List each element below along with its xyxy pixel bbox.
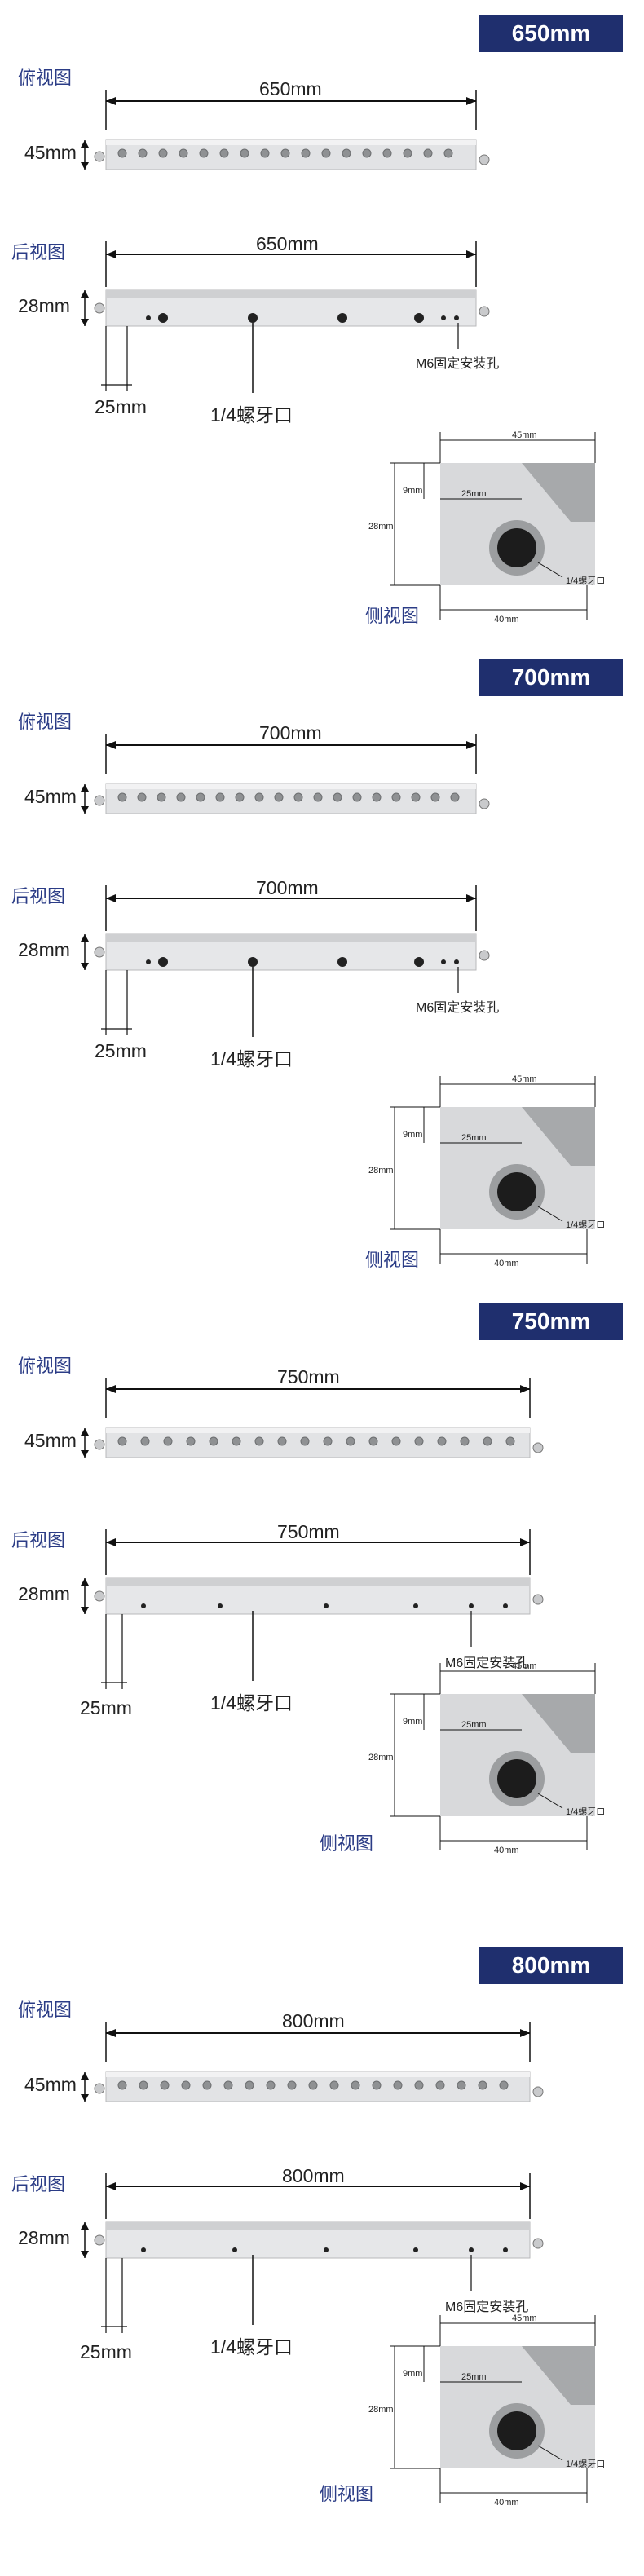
xs-top-label: 9mm	[403, 1130, 423, 1140]
section-650: 650mm 俯视图 650mm 45mm 后视图 650mm 28mm M6固定…	[0, 0, 644, 644]
xs-height-label: 28mm	[368, 522, 394, 532]
drawing-layer	[81, 1378, 596, 1850]
rear-length-label: 700mm	[256, 877, 319, 898]
side-view-title: 侧视图	[320, 2485, 374, 2505]
rear-view-title: 后视图	[11, 887, 66, 907]
xs-inner-label: 25mm	[461, 1720, 487, 1730]
top-view-title: 俯视图	[18, 68, 73, 89]
xs-height-label: 28mm	[368, 1166, 394, 1176]
mount-hole-label: M6固定安装孔	[445, 1656, 529, 1670]
thread-hole-label: 1/4螺牙口	[210, 1692, 293, 1714]
xs-top-label: 9mm	[403, 2369, 423, 2379]
xs-height-label: 28mm	[368, 1753, 394, 1762]
size-badge: 700mm	[479, 659, 623, 696]
xs-width-label: 45mm	[512, 430, 537, 440]
xs-inner-label: 25mm	[461, 2372, 487, 2382]
xs-inner-label: 25mm	[461, 489, 487, 499]
xs-thread-label: 1/4螺牙口	[566, 576, 606, 586]
xs-bottom-label: 40mm	[494, 615, 519, 624]
xs-inner-label: 25mm	[461, 1133, 487, 1143]
xs-top-label: 9mm	[403, 1717, 423, 1727]
size-badge: 650mm	[479, 15, 623, 52]
drawing-layer	[81, 90, 596, 620]
rear-length-label: 750mm	[277, 1521, 340, 1542]
rear-view-title: 后视图	[11, 2175, 66, 2195]
thread-hole-label: 1/4螺牙口	[210, 1048, 293, 1070]
thread-hole-label: 1/4螺牙口	[210, 404, 293, 426]
top-length-label: 700mm	[259, 722, 322, 743]
top-length-label: 650mm	[259, 78, 322, 99]
drawing-layer	[81, 734, 596, 1264]
offset-label: 25mm	[80, 2341, 132, 2362]
top-height-label: 45mm	[24, 1430, 77, 1451]
xs-bottom-label: 40mm	[494, 1259, 519, 1268]
mount-hole-label: M6固定安装孔	[416, 1001, 500, 1015]
rear-height-label: 28mm	[18, 2227, 70, 2248]
drawing-layer	[81, 2022, 596, 2503]
side-view-title: 侧视图	[320, 1834, 374, 1855]
xs-thread-label: 1/4螺牙口	[566, 1807, 606, 1817]
mount-hole-label: M6固定安装孔	[416, 357, 500, 371]
xs-bottom-label: 40mm	[494, 1846, 519, 1855]
rear-length-label: 650mm	[256, 233, 319, 254]
top-view-title: 俯视图	[18, 1356, 73, 1377]
rear-height-label: 28mm	[18, 295, 70, 316]
top-length-label: 750mm	[277, 1366, 340, 1387]
size-badge: 800mm	[479, 1947, 623, 1984]
xs-width-label: 45mm	[512, 1661, 537, 1671]
rear-height-label: 28mm	[18, 939, 70, 960]
section-800: 800mm 俯视图 800mm 45mm 后视图 800mm 28mm M6固定…	[0, 1932, 644, 2576]
section-750: 750mm 俯视图 750mm 45mm 后视图 750mm 28mm M6固定…	[0, 1288, 644, 1932]
side-view-title: 侧视图	[365, 1251, 420, 1271]
top-height-label: 45mm	[24, 786, 77, 807]
size-badge: 750mm	[479, 1303, 623, 1340]
offset-label: 25mm	[95, 1040, 147, 1061]
xs-width-label: 45mm	[512, 1074, 537, 1084]
section-700: 700mm 俯视图 700mm 45mm 后视图 700mm 28mm M6固定…	[0, 644, 644, 1288]
xs-top-label: 9mm	[403, 486, 423, 496]
rear-length-label: 800mm	[282, 2165, 345, 2186]
xs-width-label: 45mm	[512, 2314, 537, 2323]
top-height-label: 45mm	[24, 142, 77, 163]
thread-hole-label: 1/4螺牙口	[210, 2336, 293, 2358]
xs-height-label: 28mm	[368, 2405, 394, 2415]
rear-view-title: 后视图	[11, 1531, 66, 1551]
offset-label: 25mm	[80, 1697, 132, 1718]
top-length-label: 800mm	[282, 2010, 345, 2031]
xs-thread-label: 1/4螺牙口	[566, 2459, 606, 2469]
top-view-title: 俯视图	[18, 712, 73, 733]
top-view-title: 俯视图	[18, 2000, 73, 2021]
rear-view-title: 后视图	[11, 243, 66, 263]
mount-hole-label: M6固定安装孔	[445, 2300, 529, 2314]
rear-height-label: 28mm	[18, 1583, 70, 1604]
offset-label: 25mm	[95, 396, 147, 417]
xs-thread-label: 1/4螺牙口	[566, 1220, 606, 1230]
top-height-label: 45mm	[24, 2074, 77, 2095]
xs-bottom-label: 40mm	[494, 2498, 519, 2508]
side-view-title: 侧视图	[365, 607, 420, 627]
